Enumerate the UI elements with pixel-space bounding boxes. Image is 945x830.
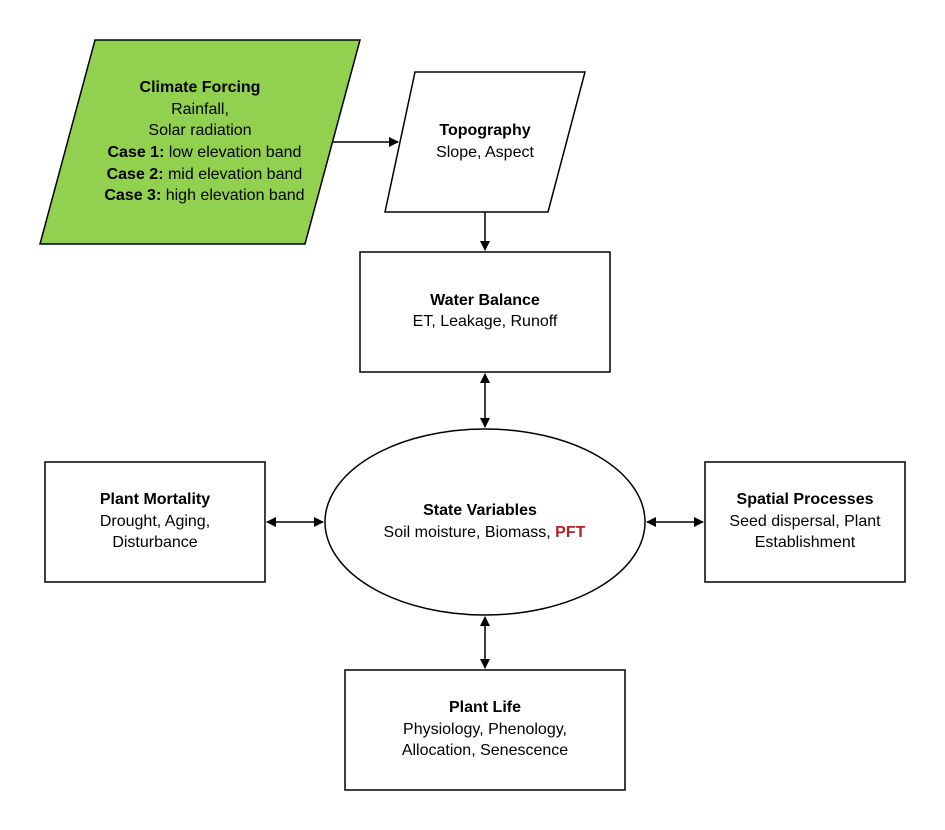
water-balance-shape: [359, 251, 611, 373]
state-variables-shape: [324, 428, 646, 616]
spatial-processes-shape: [704, 461, 906, 583]
topography-line-1: Slope, Aspect: [436, 144, 534, 161]
climate-forcing-shape: [39, 39, 361, 245]
climate-forcing-line-1: Rainfall,: [171, 101, 229, 118]
spatial-processes-line-2: Establishment: [755, 534, 856, 551]
plant-mortality-shape: [44, 461, 266, 583]
state-variables-text: Soil moisture, Biomass,: [384, 524, 556, 541]
case-1-label: Case 1:: [107, 144, 164, 161]
water-balance-title: Water Balance: [430, 292, 540, 309]
case-3-text: high elevation band: [161, 187, 304, 204]
state-variables-title: State Variables: [423, 502, 537, 519]
climate-forcing-node: Climate Forcing Rainfall, Solar radiatio…: [39, 39, 361, 245]
plant-mortality-line-2: Disturbance: [112, 534, 197, 551]
plant-life-shape: [344, 669, 626, 791]
plant-mortality-title: Plant Mortality: [100, 491, 210, 508]
plant-mortality-node: Plant Mortality Drought, Aging, Disturba…: [44, 461, 266, 583]
plant-mortality-line-1: Drought, Aging,: [100, 513, 210, 530]
plant-life-line-2: Allocation, Senescence: [402, 742, 568, 759]
pft-highlight: PFT: [555, 524, 585, 541]
state-variables-line-1: Soil moisture, Biomass, PFT: [352, 524, 607, 541]
spatial-processes-title: Spatial Processes: [737, 491, 874, 508]
topography-shape: [384, 71, 586, 213]
topography-title: Topography: [439, 122, 530, 139]
state-variables-node: State Variables Soil moisture, Biomass, …: [324, 428, 646, 616]
climate-forcing-line-2: Solar radiation: [148, 122, 251, 139]
spatial-processes-line-1: Seed dispersal, Plant: [729, 513, 881, 530]
climate-forcing-title: Climate Forcing: [140, 79, 261, 96]
plant-life-line-1: Physiology, Phenology,: [403, 721, 567, 738]
plant-life-title: Plant Life: [449, 699, 521, 716]
spatial-processes-node: Spatial Processes Seed dispersal, Plant …: [704, 461, 906, 583]
case-3-label: Case 3:: [104, 187, 161, 204]
case-2-label: Case 2:: [107, 166, 164, 183]
plant-life-node: Plant Life Physiology, Phenology, Alloca…: [344, 669, 626, 791]
case-2-text: mid elevation band: [164, 166, 303, 183]
case-1-text: low elevation band: [164, 144, 301, 161]
water-balance-node: Water Balance ET, Leakage, Runoff: [359, 251, 611, 373]
topography-node: Topography Slope, Aspect: [384, 71, 586, 213]
climate-forcing-case-1: Case 1: low elevation band: [76, 144, 323, 161]
climate-forcing-case-2: Case 2: mid elevation band: [75, 166, 324, 183]
climate-forcing-case-3: Case 3: high elevation band: [73, 187, 327, 204]
water-balance-line-1: ET, Leakage, Runoff: [413, 313, 558, 330]
